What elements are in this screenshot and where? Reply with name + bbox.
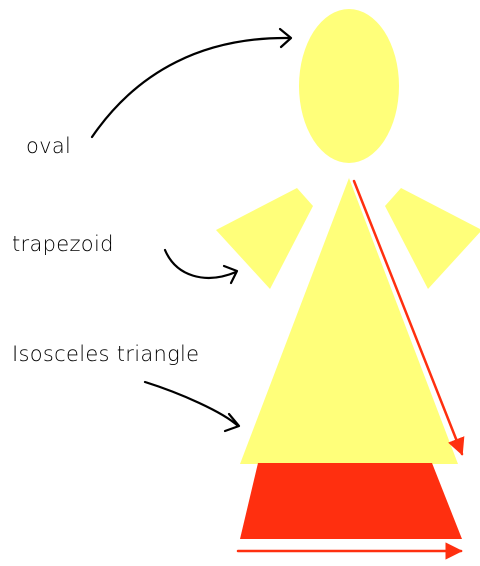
oval-shape: [299, 9, 399, 163]
right-trapezoid-shape: [385, 188, 480, 289]
trapezoid-label: trapezoid: [12, 232, 114, 256]
isosceles-triangle-pointer-arrow: [145, 382, 238, 426]
base-trapezoid-shape: [240, 463, 462, 539]
oval-label: oval: [26, 134, 71, 158]
oval-pointer-arrow: [92, 38, 289, 137]
isosceles-triangle-label: Isosceles triangle: [12, 342, 199, 366]
trapezoid-pointer-arrow: [165, 250, 236, 278]
